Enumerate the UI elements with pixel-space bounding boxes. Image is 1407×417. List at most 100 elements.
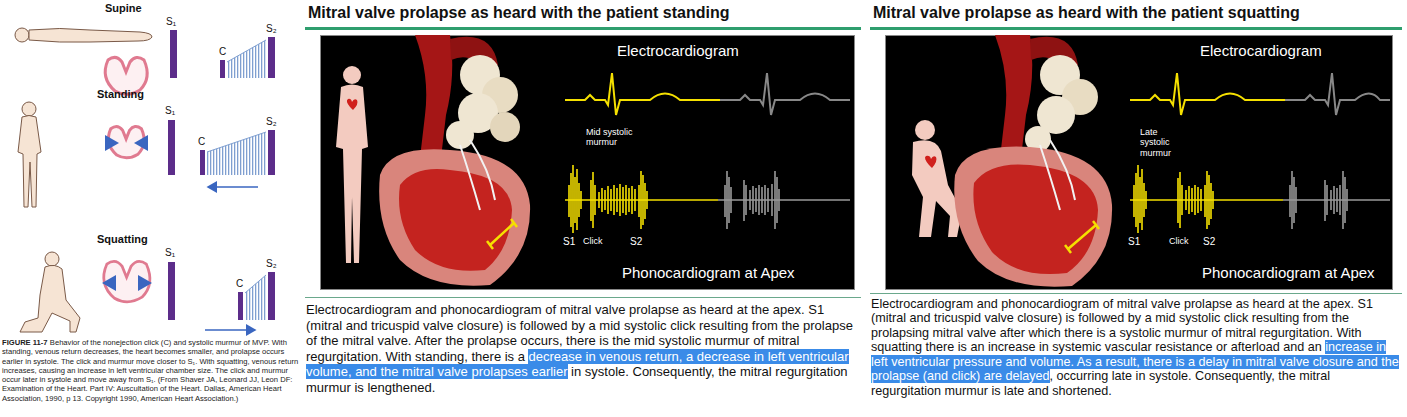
row-heading: Squatting	[97, 233, 148, 246]
row-heading: Standing	[97, 88, 144, 101]
drawing-part	[305, 27, 861, 30]
sound-label: S₁	[166, 16, 176, 28]
panel-label: S2	[630, 236, 642, 248]
drawing-part	[973, 164, 1098, 274]
body-text: Electrocardiogram and phonocardiogram of…	[871, 297, 1373, 354]
squatting-illustration	[885, 35, 1393, 290]
heart-illustration	[379, 35, 530, 286]
panel-label: Late systolic murmur	[1140, 127, 1188, 158]
panel-label: Click	[1169, 236, 1189, 246]
direction-arrows	[111, 142, 142, 144]
sound-label: S₁	[165, 247, 175, 259]
drawing-part	[268, 37, 275, 78]
panel-label: Electrocardiogram	[1200, 42, 1322, 59]
text-block: Electrocardiogram and phonocardiogram of…	[871, 297, 1401, 398]
figure-caption: Behavior of the nonejection click (C) an…	[2, 338, 298, 403]
drawing-part	[446, 121, 474, 149]
phonocardiogram-bars	[170, 30, 275, 78]
drawing-part	[168, 262, 175, 320]
phonocardiogram-bars	[168, 120, 275, 187]
drawing-part	[168, 120, 175, 175]
drawing-part	[490, 112, 520, 142]
image-panel: ElectrocardiogramMid systolic murmurS1 Cl…	[320, 35, 855, 290]
drawing-part	[220, 60, 225, 78]
drawing-part	[245, 275, 266, 320]
sound-label: C	[236, 278, 243, 290]
drawing-part	[18, 116, 41, 208]
image-panel: ElectrocardiogramLate systolic murmurCli…	[885, 35, 1393, 290]
drawing-part	[347, 99, 358, 110]
drawing-part	[870, 293, 1402, 294]
person-silhouette	[912, 120, 962, 237]
sound-label: C	[198, 136, 205, 148]
drawing-part	[22, 102, 36, 116]
drawing-part	[136, 142, 142, 144]
drawing-part	[238, 292, 243, 320]
drawing-part	[111, 142, 117, 144]
drawing-part	[915, 120, 935, 140]
drawing-part	[227, 40, 266, 78]
textbook-figure-art	[0, 0, 302, 340]
drawing-part	[104, 282, 112, 284]
ecg-trace	[1285, 73, 1390, 115]
panel-title: Mitral valve prolapse as heard with the …	[308, 4, 729, 22]
ecg-trace	[720, 73, 850, 115]
drawing-part	[870, 27, 1402, 30]
drawing-part	[886, 36, 1393, 290]
row-heading: Supine	[105, 2, 142, 15]
standing-figure	[18, 102, 41, 207]
panel-label: S2	[1203, 236, 1215, 248]
panel-title: Mitral valve prolapse as heard with the …	[873, 4, 1300, 22]
squatting-figure	[20, 252, 80, 332]
supine-figure	[15, 28, 152, 42]
drawing-part	[208, 186, 258, 188]
figure-number: FIGURE 11-7	[2, 338, 48, 347]
drawing-part	[29, 29, 152, 43]
sound-label: S₂	[266, 258, 277, 270]
drawing-part	[305, 297, 861, 298]
drawing-part	[925, 156, 937, 168]
drawing-part	[207, 132, 266, 152]
heart-section	[104, 261, 150, 302]
drawing-part	[170, 30, 177, 78]
drawing-part	[142, 282, 150, 284]
drawing-part	[45, 252, 59, 266]
standing-illustration	[320, 35, 855, 290]
drawing-part	[379, 149, 530, 285]
sound-label: S₁	[165, 105, 175, 117]
phonocardiogram-trace	[718, 171, 850, 229]
drawing-part	[205, 329, 255, 331]
drawing-part	[1040, 140, 1075, 210]
drawing-part	[1065, 221, 1099, 253]
phonocardiogram-bars	[168, 262, 275, 330]
drawing-part	[487, 219, 517, 249]
text-block: Electrocardiogram and phonocardiogram of…	[306, 302, 860, 396]
panel-label: Click	[583, 236, 603, 246]
drawing-part	[321, 36, 855, 290]
phonocardiogram-trace	[1283, 171, 1390, 229]
ecg-trace	[565, 73, 720, 115]
drawing-part	[268, 130, 275, 175]
heart-section	[108, 127, 144, 158]
drawing-part	[954, 147, 1112, 287]
panel-label: Mid systolic murmur	[586, 127, 634, 148]
panel-label: S1	[1128, 236, 1140, 248]
drawing-part	[268, 272, 275, 320]
ecg-trace	[1130, 73, 1285, 115]
panel-label: Electrocardiogram	[617, 42, 739, 59]
panel-label: Phonocardiogram at Apex	[622, 264, 795, 281]
phonocardiogram-trace	[565, 165, 718, 233]
drawing-part	[336, 85, 368, 264]
sound-label: S₂	[266, 23, 277, 35]
drawing-part	[15, 28, 29, 42]
drawing-part	[200, 150, 205, 175]
drawing-part	[460, 140, 495, 210]
drawing-part	[245, 275, 266, 293]
panel-label: Phonocardiogram at Apex	[1202, 264, 1375, 281]
panel-label: S1	[563, 236, 575, 248]
person-silhouette	[336, 66, 368, 263]
direction-arrows	[104, 282, 150, 284]
drawing-part	[399, 169, 512, 271]
drawing-part	[207, 132, 266, 175]
